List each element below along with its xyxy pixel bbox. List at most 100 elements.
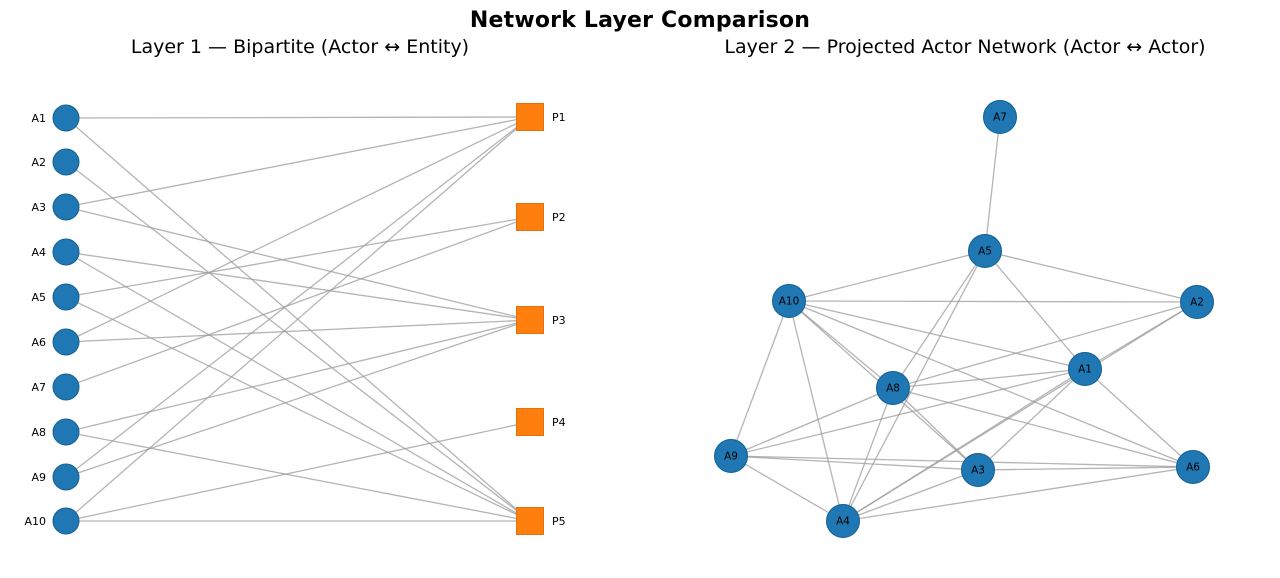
edge-A4-A9 bbox=[730, 455, 844, 522]
left-panel-subtitle: Layer 1 — Bipartite (Actor ↔ Entity) bbox=[130, 36, 470, 58]
actor-node-A5 bbox=[968, 234, 1002, 268]
actor-node-A7 bbox=[983, 100, 1017, 134]
actor-node-A1 bbox=[52, 104, 80, 132]
edge-A8-P5 bbox=[65, 431, 531, 522]
actor-node-A2 bbox=[1180, 285, 1214, 319]
node-label-A8: A8 bbox=[31, 426, 46, 439]
edge-A9-P3 bbox=[65, 319, 531, 478]
node-label-P2: P2 bbox=[552, 211, 566, 224]
actor-node-A8 bbox=[52, 418, 80, 446]
node-label-A3: A3 bbox=[971, 465, 985, 477]
actor-node-A9 bbox=[714, 439, 748, 473]
edge-A1-A10 bbox=[788, 300, 1086, 370]
edge-A4-A8 bbox=[842, 387, 894, 522]
node-label-A2: A2 bbox=[31, 156, 46, 169]
edge-A5-A7 bbox=[984, 116, 1001, 252]
edge-A8-A9 bbox=[730, 387, 894, 457]
edge-A3-A4 bbox=[842, 469, 979, 522]
edge-A9-A10 bbox=[730, 300, 790, 457]
edge-A6-A10 bbox=[788, 300, 1194, 468]
node-label-P4: P4 bbox=[552, 416, 566, 429]
node-label-A1: A1 bbox=[31, 112, 46, 125]
edge-A4-P5 bbox=[65, 251, 531, 522]
entity-node-P2 bbox=[516, 203, 544, 231]
node-label-A10: A10 bbox=[779, 296, 800, 308]
node-label-A2: A2 bbox=[1190, 297, 1204, 309]
edge-A1-A9 bbox=[730, 368, 1086, 457]
entity-node-P3 bbox=[516, 306, 544, 334]
node-label-A5: A5 bbox=[31, 291, 46, 304]
edge-A3-P1 bbox=[65, 116, 531, 208]
actor-node-A6 bbox=[1176, 450, 1210, 484]
right-panel-subtitle: Layer 2 — Projected Actor Network (Actor… bbox=[724, 36, 1206, 58]
edge-A1-A8 bbox=[892, 368, 1086, 389]
node-label-A7: A7 bbox=[31, 381, 46, 394]
actor-node-A1 bbox=[1068, 352, 1102, 386]
actor-node-A3 bbox=[961, 453, 995, 487]
edge-A3-A8 bbox=[892, 387, 979, 471]
actor-node-A8 bbox=[876, 371, 910, 405]
node-label-A6: A6 bbox=[1186, 462, 1200, 474]
edge-A1-A3 bbox=[977, 368, 1086, 471]
node-label-A5: A5 bbox=[978, 246, 992, 258]
edge-A6-A8 bbox=[892, 387, 1194, 468]
edge-A2-A4 bbox=[842, 301, 1198, 522]
edge-A1-A6 bbox=[1084, 368, 1194, 468]
node-label-A4: A4 bbox=[836, 516, 850, 528]
node-label-A6: A6 bbox=[31, 336, 46, 349]
node-label-A8: A8 bbox=[886, 383, 900, 395]
edge-A4-A10 bbox=[788, 300, 844, 522]
edge-A4-A5 bbox=[842, 250, 986, 522]
edge-A2-P5 bbox=[65, 161, 531, 522]
edge-A2-A5 bbox=[984, 250, 1198, 303]
figure-title: Network Layer Comparison bbox=[469, 8, 811, 33]
titles-block: Network Layer Comparison bbox=[0, 0, 1280, 33]
edge-A1-A5 bbox=[984, 250, 1086, 370]
edge-A8-A10 bbox=[788, 300, 894, 389]
edge-A5-P2 bbox=[65, 216, 531, 298]
edge-A6-P1 bbox=[65, 116, 531, 343]
edge-A1-P1 bbox=[65, 116, 531, 119]
edge-A7-P2 bbox=[65, 216, 531, 388]
edge-A5-A8 bbox=[892, 250, 986, 389]
node-label-P1: P1 bbox=[552, 111, 566, 124]
edge-A4-A6 bbox=[842, 466, 1194, 522]
actor-node-A6 bbox=[52, 328, 80, 356]
actor-node-A4 bbox=[826, 504, 860, 538]
actor-node-A10 bbox=[52, 507, 80, 535]
actor-node-A5 bbox=[52, 283, 80, 311]
entity-node-P1 bbox=[516, 103, 544, 131]
edge-A4-P3 bbox=[65, 251, 531, 321]
edge-A8-P3 bbox=[65, 319, 531, 433]
actor-node-A3 bbox=[52, 193, 80, 221]
bipartite-edges bbox=[65, 116, 531, 522]
edge-A3-A9 bbox=[730, 455, 979, 471]
actor-node-A10 bbox=[772, 284, 806, 318]
actor-node-A2 bbox=[52, 148, 80, 176]
node-label-A1: A1 bbox=[1078, 364, 1092, 376]
edge-A3-P3 bbox=[65, 206, 531, 321]
projected-actor-network-edges bbox=[730, 116, 1198, 522]
entity-node-P4 bbox=[516, 408, 544, 436]
entity-node-P5 bbox=[516, 507, 544, 535]
node-label-A9: A9 bbox=[31, 471, 46, 484]
node-label-A3: A3 bbox=[31, 201, 46, 214]
actor-node-A4 bbox=[52, 238, 80, 266]
node-label-A4: A4 bbox=[31, 246, 46, 259]
edge-A5-P5 bbox=[65, 296, 531, 522]
edge-A6-A9 bbox=[730, 455, 1194, 468]
edge-A10-P4 bbox=[65, 421, 531, 522]
node-label-P3: P3 bbox=[552, 314, 566, 327]
edge-A6-P3 bbox=[65, 319, 531, 343]
edge-A5-A10 bbox=[788, 250, 986, 302]
node-label-A7: A7 bbox=[993, 112, 1007, 124]
edge-A2-A8 bbox=[892, 301, 1198, 389]
node-label-A9: A9 bbox=[724, 451, 738, 463]
node-label-A10: A10 bbox=[24, 515, 46, 528]
edge-A2-A10 bbox=[788, 300, 1198, 303]
edge-A3-A6 bbox=[977, 466, 1194, 471]
